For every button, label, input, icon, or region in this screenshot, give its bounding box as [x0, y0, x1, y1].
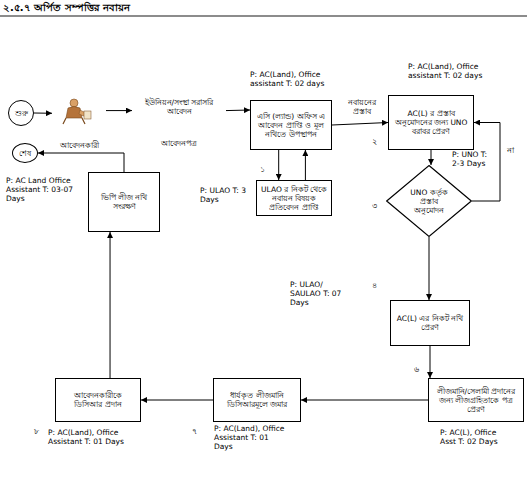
application-document: ইউনিয়ন/সংস্থা সরাসরি আবেদন আবেদনপত্র	[132, 96, 226, 150]
responsibility-note: P: AC(Land), Office assistant T: 02 days	[250, 70, 342, 88]
responsibility-note: P: AC Land Office Assistant T: 03-07 Day…	[6, 176, 84, 203]
flow-arrow	[38, 153, 124, 172]
callout-number: ৭	[192, 428, 202, 436]
responsibility-note: P: AC(Land), Office assistant T: 02 days	[408, 62, 500, 80]
node-text: UNO কর্তৃক প্রস্তাব অনুমোদন	[406, 188, 452, 215]
node-text: লীজমানি/সেলামী প্রদানের জন্য লীজগ্রহিতাক…	[432, 387, 520, 414]
node-text: ধার্যকৃত লীজমানি ডিসিআরমূলে জমার	[217, 391, 297, 409]
node-text: AC(L) এর নিকট নথি প্রেরণ	[394, 314, 466, 332]
flow-arrow	[34, 113, 52, 114]
callout-number: ১	[260, 166, 270, 174]
node-text: AC(L) র প্রস্তাব অনুমোদনের জন্য UNO বরাব…	[392, 109, 470, 136]
terminal-label: শেষ	[19, 149, 31, 158]
flow-arrow	[278, 150, 279, 180]
icon-head	[70, 99, 78, 107]
edge-label: নবায়নের প্রস্তাব	[342, 98, 382, 116]
node-text: আবেদনপত্র	[153, 137, 205, 150]
node-text: এসি (ল্যান্ড) অফিস এ আবেদন প্রাপ্তি ও মূ…	[254, 112, 328, 139]
end-terminal: শেষ	[12, 143, 38, 163]
flow-arrow	[106, 110, 132, 111]
responsibility-note: P: AC(Land), Office Assistant T: 01 Days	[48, 428, 128, 446]
node-text: ইউনিয়ন/সংস্থা সরাসরি আবেদন	[132, 96, 226, 118]
diamond-shape	[387, 166, 472, 237]
flow-arrow	[226, 110, 250, 112]
process-box: আবেদনকারীকে ডিসিআর প্রদান	[55, 378, 141, 422]
responsibility-note: P: AC(L), Office Asst T: 02 Days	[440, 428, 504, 446]
responsibility-note: P: UNO T: 2-3 Days	[452, 150, 494, 168]
process-box: AC(L) র প্রস্তাব অনুমোদনের জন্য UNO বরাব…	[388, 95, 474, 150]
flow-arrow	[141, 400, 213, 401]
responsibility-note: P: ULAO/ SAULAO T: 07 Days	[290, 280, 350, 307]
flow-arrow	[430, 346, 431, 378]
start-terminal: শুরু	[8, 100, 34, 126]
callout-number: ২	[372, 138, 382, 146]
icon-legs	[63, 118, 85, 124]
callout-number: ৩	[372, 202, 382, 210]
applicant-icon	[63, 99, 91, 124]
callout-number: ৬	[414, 366, 424, 374]
responsibility-note: P: ULAO T: 3 Days	[200, 186, 252, 204]
node-text: ULAO র নিকট থেকে নবায়ন বিষয়ক প্রতিবেদন…	[260, 185, 328, 212]
edge-label: না	[503, 146, 517, 155]
terminal-label: শুরু	[15, 109, 28, 118]
process-box: এসি (ল্যান্ড) অফিস এ আবেদন প্রাপ্তি ও মূ…	[250, 100, 332, 150]
icon-paper	[84, 111, 91, 119]
process-box: ধার্যকৃত লীজমানি ডিসিআরমূলে জমার	[213, 378, 301, 422]
callout-number: ৮	[34, 428, 44, 436]
flow-arrow	[332, 123, 388, 126]
flow-arrow	[110, 232, 111, 378]
flow-arrow	[431, 150, 432, 165]
process-box: ULAO র নিকট থেকে নবায়ন বিষয়ক প্রতিবেদন…	[256, 180, 332, 216]
title-rule	[0, 15, 527, 17]
node-text: আবেদনকারী	[60, 141, 99, 150]
node-text: আবেদনকারীকে ডিসিআর প্রদান	[59, 391, 137, 409]
flow-arrow	[429, 237, 430, 300]
process-box: ভিপি লীজ নথি সংরক্ষণ	[88, 172, 160, 232]
flow-arrow	[305, 150, 306, 180]
flow-arrow	[301, 400, 428, 401]
callout-number: ৪	[372, 282, 382, 290]
process-box: লীজমানি/সেলামী প্রদানের জন্য লীজগ্রহিতাক…	[428, 378, 524, 422]
decision-diamond: UNO কর্তৃক প্রস্তাব অনুমোদন	[386, 165, 472, 237]
page-title: ২.৫.৭ অর্পিত সম্পত্তির নবায়ন	[3, 2, 130, 14]
process-box: AC(L) এর নিকট নথি প্রেরণ	[390, 300, 470, 346]
responsibility-note: P: AC(Land), Office Assistant T: 01 Days	[214, 424, 286, 451]
node-text: ভিপি লীজ নথি সংরক্ষণ	[92, 193, 156, 211]
applicant-actor: আবেদনকারী	[52, 96, 106, 150]
